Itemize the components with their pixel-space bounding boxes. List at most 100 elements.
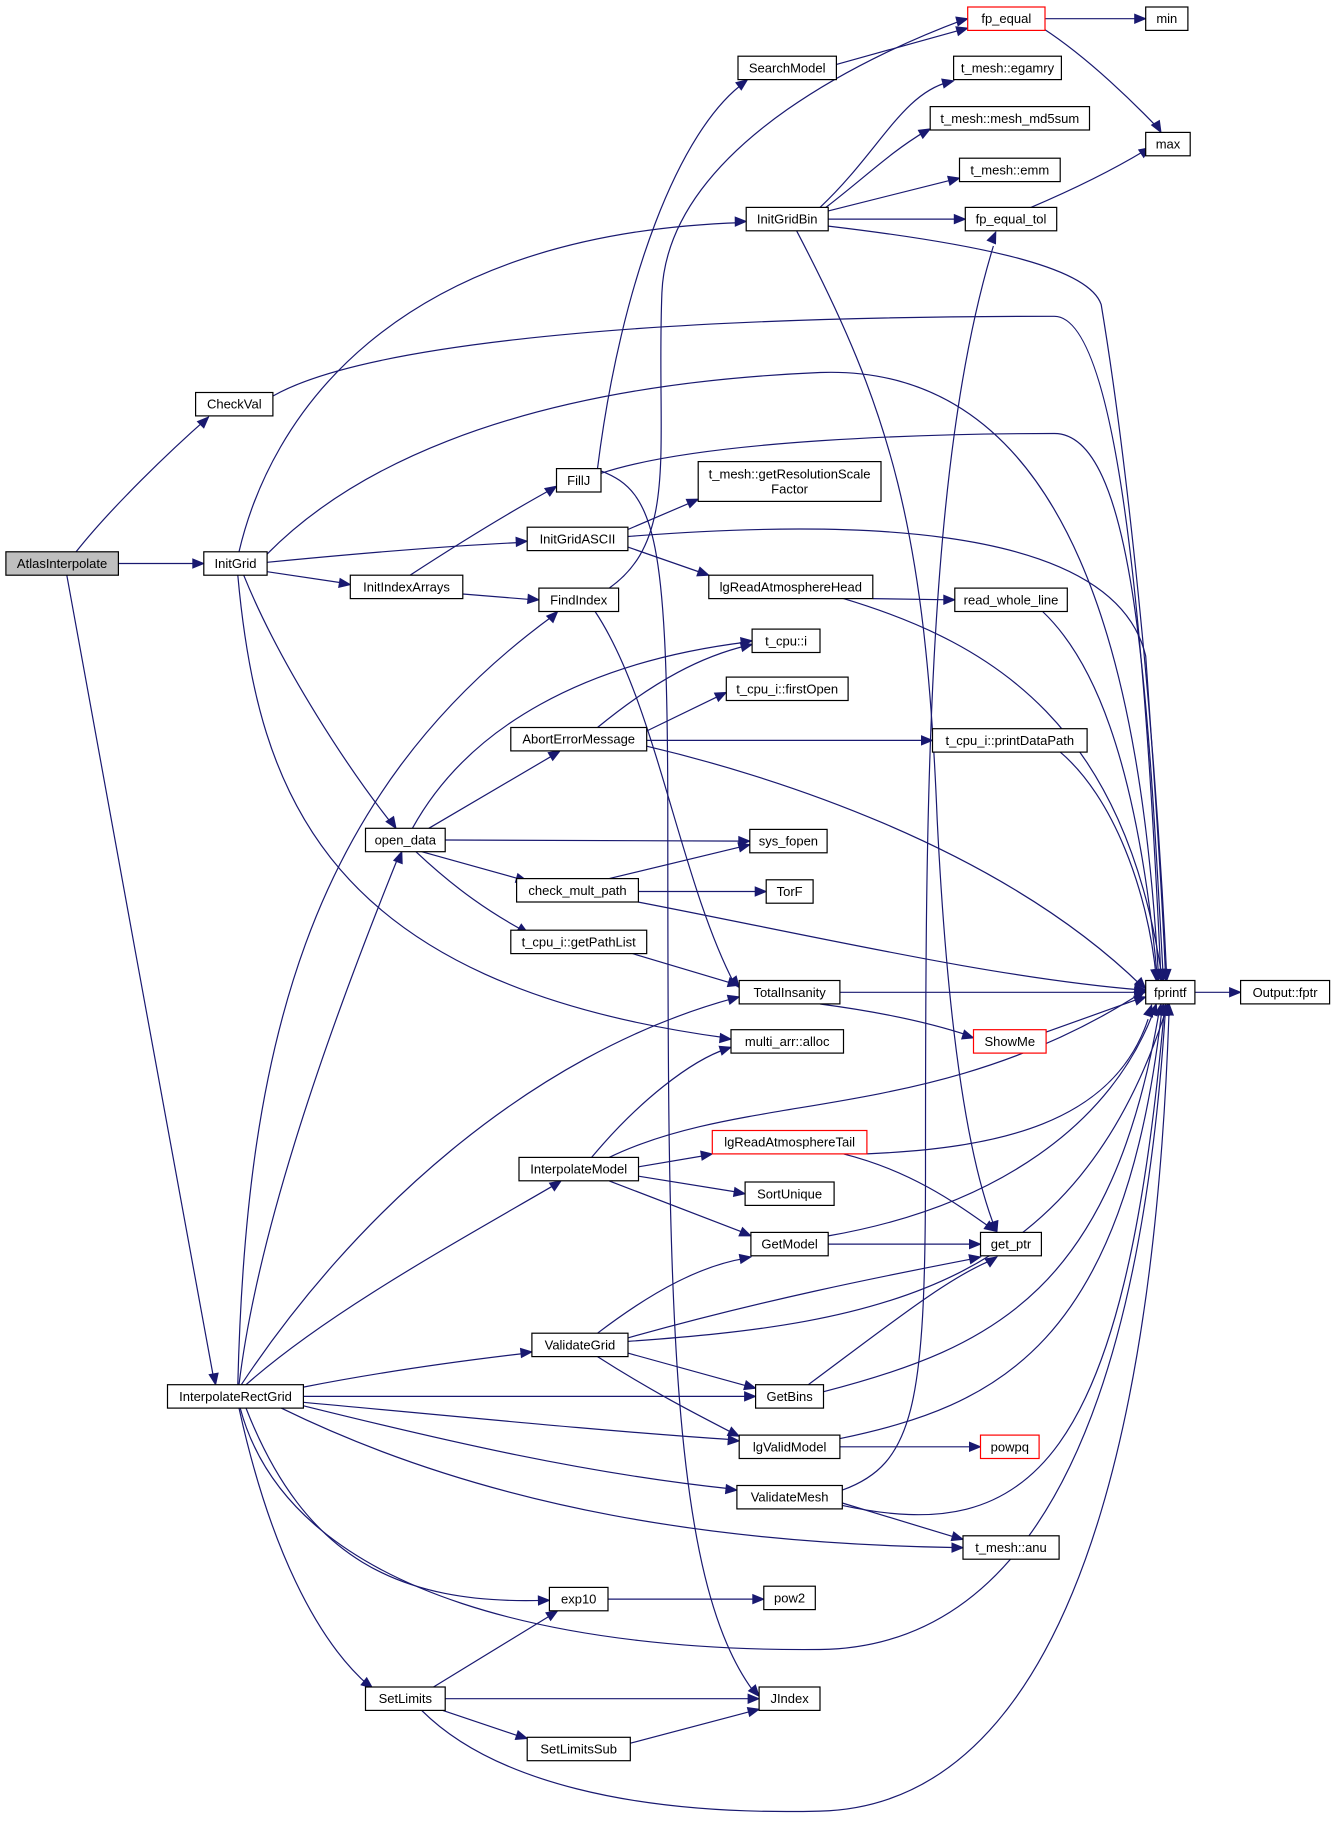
node-get-ptr[interactable]: get_ptr — [979, 1231, 1043, 1257]
node-t-cpu-i[interactable]: t_cpu::i — [751, 628, 821, 654]
arrowhead — [1133, 995, 1147, 1006]
edge-SearchModel-to-fp_equal — [836, 26, 969, 65]
node-fp-equal-tol[interactable]: fp_equal_tol — [964, 206, 1058, 232]
edge-AtlasInterpolate-to-CheckVal — [75, 416, 210, 553]
arrowhead — [983, 1220, 997, 1232]
arrowhead — [739, 641, 754, 653]
node-box — [195, 391, 274, 417]
node-pow2[interactable]: pow2 — [763, 1585, 816, 1611]
node-setlimitssub[interactable]: SetLimitsSub — [526, 1736, 631, 1762]
node-open-data[interactable]: open_data — [364, 827, 446, 853]
node-sys-fopen[interactable]: sys_fopen — [749, 828, 828, 854]
node-fp-equal[interactable]: fp_equal — [967, 6, 1046, 31]
node-sortunique[interactable]: SortUnique — [744, 1181, 835, 1206]
node-read-whole-line[interactable]: read_whole_line — [954, 587, 1068, 613]
node-initgrid[interactable]: InitGrid — [203, 551, 268, 576]
node-box — [1145, 979, 1196, 1005]
node-validatemesh[interactable]: ValidateMesh — [736, 1484, 843, 1510]
node-t-mesh-anu[interactable]: t_mesh::anu — [962, 1535, 1060, 1560]
edge-line — [796, 230, 997, 1231]
node-t-cpu-i-getpathlist[interactable]: t_cpu_i::getPathList — [510, 929, 648, 955]
node-totalinsanity[interactable]: TotalInsanity — [738, 979, 841, 1005]
arrowhead — [1133, 976, 1147, 990]
node-initgridbin[interactable]: InitGridBin — [745, 206, 829, 232]
node-interpolatemodel[interactable]: InterpolateModel — [518, 1156, 640, 1182]
edge-line — [267, 571, 346, 584]
arrowhead — [208, 1372, 219, 1386]
edge-line — [807, 1258, 994, 1386]
edge-line — [627, 500, 694, 531]
edge-AbortErrorMessage-to-t_cpu_i_printDataPath — [646, 735, 934, 746]
node-initindexarrays[interactable]: InitIndexArrays — [349, 574, 464, 600]
node-lgreadatmospherehead[interactable]: lgReadAtmosphereHead — [708, 574, 874, 600]
node-torf[interactable]: TorF — [765, 879, 814, 904]
edge-line — [267, 541, 523, 563]
node-exp10[interactable]: exp10 — [548, 1586, 609, 1612]
node-validategrid[interactable]: ValidateGrid — [531, 1332, 629, 1358]
node-label: FindIndex — [550, 592, 608, 607]
node-t-cpu-i-printdatapath[interactable]: t_cpu_i::printDataPath — [931, 728, 1088, 753]
node-label: TorF — [777, 884, 803, 899]
edge-AtlasInterpolate-to-InterpolateRectGrid — [66, 575, 219, 1386]
node-fprintf[interactable]: fprintf — [1145, 979, 1196, 1005]
node-label: max — [1156, 137, 1181, 152]
node-check-mult-path[interactable]: check_mult_path — [515, 877, 639, 903]
arrowhead — [953, 213, 967, 225]
node-box — [526, 1736, 631, 1762]
edge-InterpolateModel-to-multi_arr_alloc — [591, 1045, 733, 1158]
edge-line — [237, 614, 555, 1385]
arrowhead — [718, 1045, 733, 1056]
arrowhead — [548, 1180, 563, 1192]
edge-InitGrid-to-InitIndexArrays — [267, 571, 352, 589]
node-max[interactable]: max — [1145, 131, 1191, 157]
node-t-mesh-mesh-md5sum[interactable]: t_mesh::mesh_md5sum — [929, 105, 1091, 131]
node-atlasinterpolate[interactable]: AtlasInterpolate — [5, 551, 120, 576]
arrowhead — [747, 1684, 760, 1698]
node-lgvalidmodel[interactable]: lgValidModel — [738, 1434, 841, 1460]
node-label: sys_fopen — [759, 834, 818, 849]
edge-line — [591, 1047, 728, 1158]
node-setlimits[interactable]: SetLimits — [364, 1686, 446, 1711]
node-getmodel[interactable]: GetModel — [750, 1231, 829, 1257]
node-showme[interactable]: ShowMe — [972, 1029, 1047, 1054]
node-box — [531, 1332, 629, 1358]
node-jindex[interactable]: JIndex — [758, 1686, 821, 1711]
node-interpolaterectgrid[interactable]: InterpolateRectGrid — [166, 1384, 304, 1409]
edge-line — [245, 1407, 545, 1602]
node-t-cpu-i-firstopen[interactable]: t_cpu_i::firstOpen — [725, 676, 849, 702]
node-fillj[interactable]: FillJ — [555, 468, 602, 493]
edge-line — [442, 1709, 523, 1738]
node-box — [1239, 979, 1331, 1005]
arrowhead — [921, 735, 934, 746]
edge-open_data-to-check_mult_path — [421, 851, 529, 883]
node-min[interactable]: min — [1145, 6, 1189, 31]
node-multi-arr-alloc[interactable]: multi_arr::alloc — [730, 1029, 845, 1054]
edge-InterpolateRectGrid-to-lgValidModel — [303, 1401, 741, 1446]
node-t-mesh-egamry[interactable]: t_mesh::egamry — [952, 55, 1062, 81]
node-lgreadatmospheretail[interactable]: lgReadAtmosphereTail — [711, 1129, 868, 1155]
node-checkval[interactable]: CheckVal — [195, 391, 274, 417]
node-label: exp10 — [561, 1592, 596, 1607]
arrowhead — [738, 1253, 753, 1265]
node-box — [166, 1384, 304, 1409]
edge-line — [872, 598, 951, 601]
arrowhead — [984, 1256, 999, 1268]
node-powpq[interactable]: powpq — [979, 1434, 1040, 1460]
node-t-mesh-emm[interactable]: t_mesh::emm — [958, 157, 1061, 183]
node-initgridascii[interactable]: InitGridASCII — [526, 526, 629, 552]
node-label: multi_arr::alloc — [745, 1034, 830, 1049]
node-label: InitIndexArrays — [363, 579, 450, 594]
node-getbins[interactable]: GetBins — [754, 1384, 825, 1409]
node-searchmodel[interactable]: SearchModel — [737, 55, 838, 81]
arrowhead — [737, 842, 752, 853]
edge-line — [428, 752, 557, 829]
arrowhead — [537, 1595, 551, 1606]
edge-check_mult_path-to-sys_fopen — [609, 842, 752, 880]
edge-line — [638, 901, 1142, 991]
node-findindex[interactable]: FindIndex — [538, 587, 620, 613]
node-output-fptr[interactable]: Output::fptr — [1239, 979, 1331, 1005]
edge-line — [280, 1407, 959, 1549]
node-aborterrormessage[interactable]: AbortErrorMessage — [510, 726, 648, 752]
